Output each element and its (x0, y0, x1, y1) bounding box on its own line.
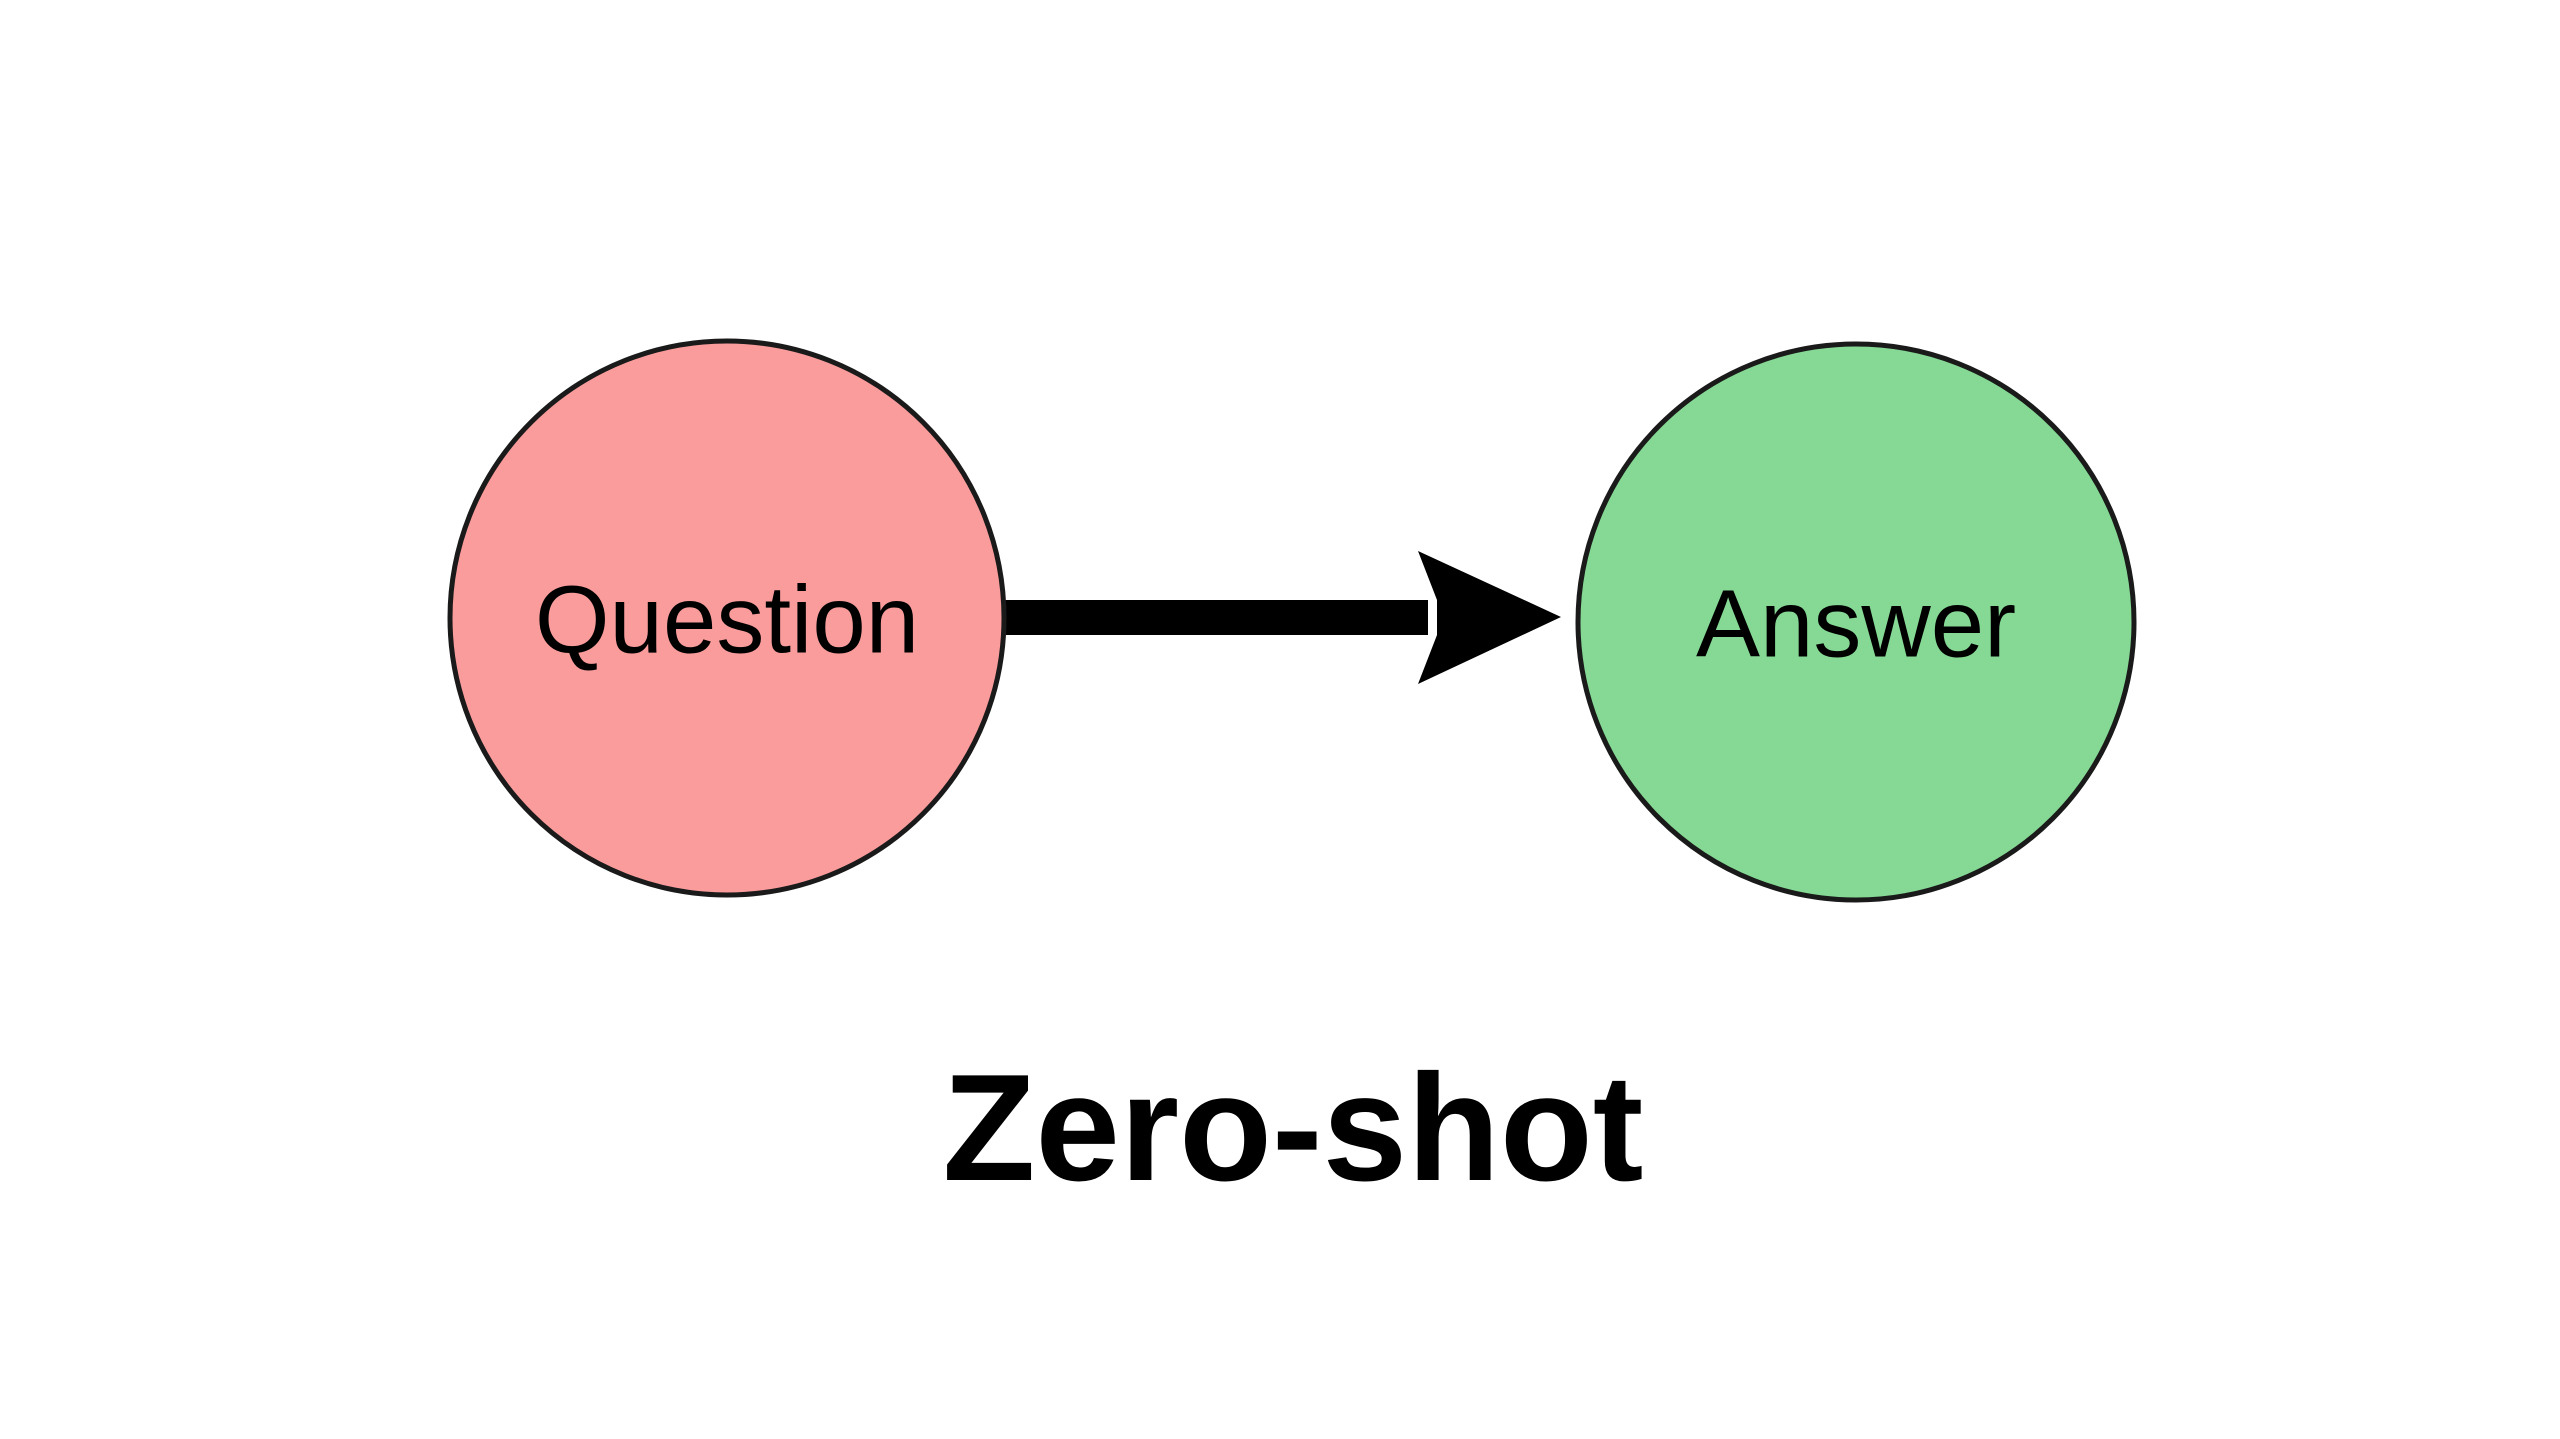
node-answer-circle (1575, 341, 2137, 903)
node-question-label: Question (535, 567, 919, 674)
figure-caption: Zero-shot (943, 1043, 1644, 1213)
node-answer-label: Answer (1696, 571, 2016, 678)
arrow-head-icon (1418, 551, 1561, 684)
edge-question-to-answer[interactable] (1000, 551, 1561, 684)
node-question-circle (447, 338, 1007, 898)
node-question[interactable]: Question (447, 338, 1007, 898)
node-answer[interactable]: Answer (1575, 341, 2137, 903)
arrow-shaft (1000, 600, 1428, 635)
